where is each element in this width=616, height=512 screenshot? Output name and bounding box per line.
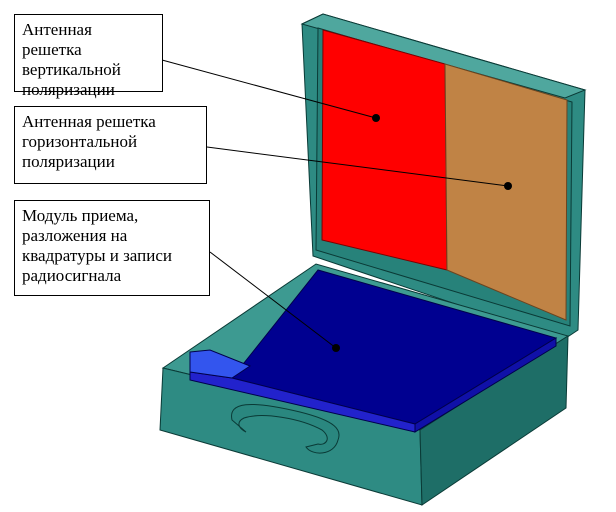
leader-line-receiver-module xyxy=(209,251,337,349)
horizontal-polarization-array xyxy=(444,63,568,321)
pointer-dot-receiver-module xyxy=(332,344,340,352)
callout-vertical-array: Антенная решетка вертикальной поляризаци… xyxy=(14,14,163,99)
pointer-dot-horizontal-array xyxy=(504,182,512,190)
receiver-small-block xyxy=(189,349,252,379)
pointer-dot-vertical-array xyxy=(372,114,380,122)
leader-line-horizontal-array xyxy=(206,146,509,187)
receiver-module-right-edge xyxy=(414,337,557,433)
handle xyxy=(231,403,340,454)
vertical-polarization-array xyxy=(321,29,448,271)
callout-receiver-module: Модуль приема, разложения на квадратуры … xyxy=(14,200,210,296)
callout-horizontal-array: Антенная решетка горизонтальной поляриза… xyxy=(14,106,207,184)
leader-line-vertical-array xyxy=(161,59,377,119)
